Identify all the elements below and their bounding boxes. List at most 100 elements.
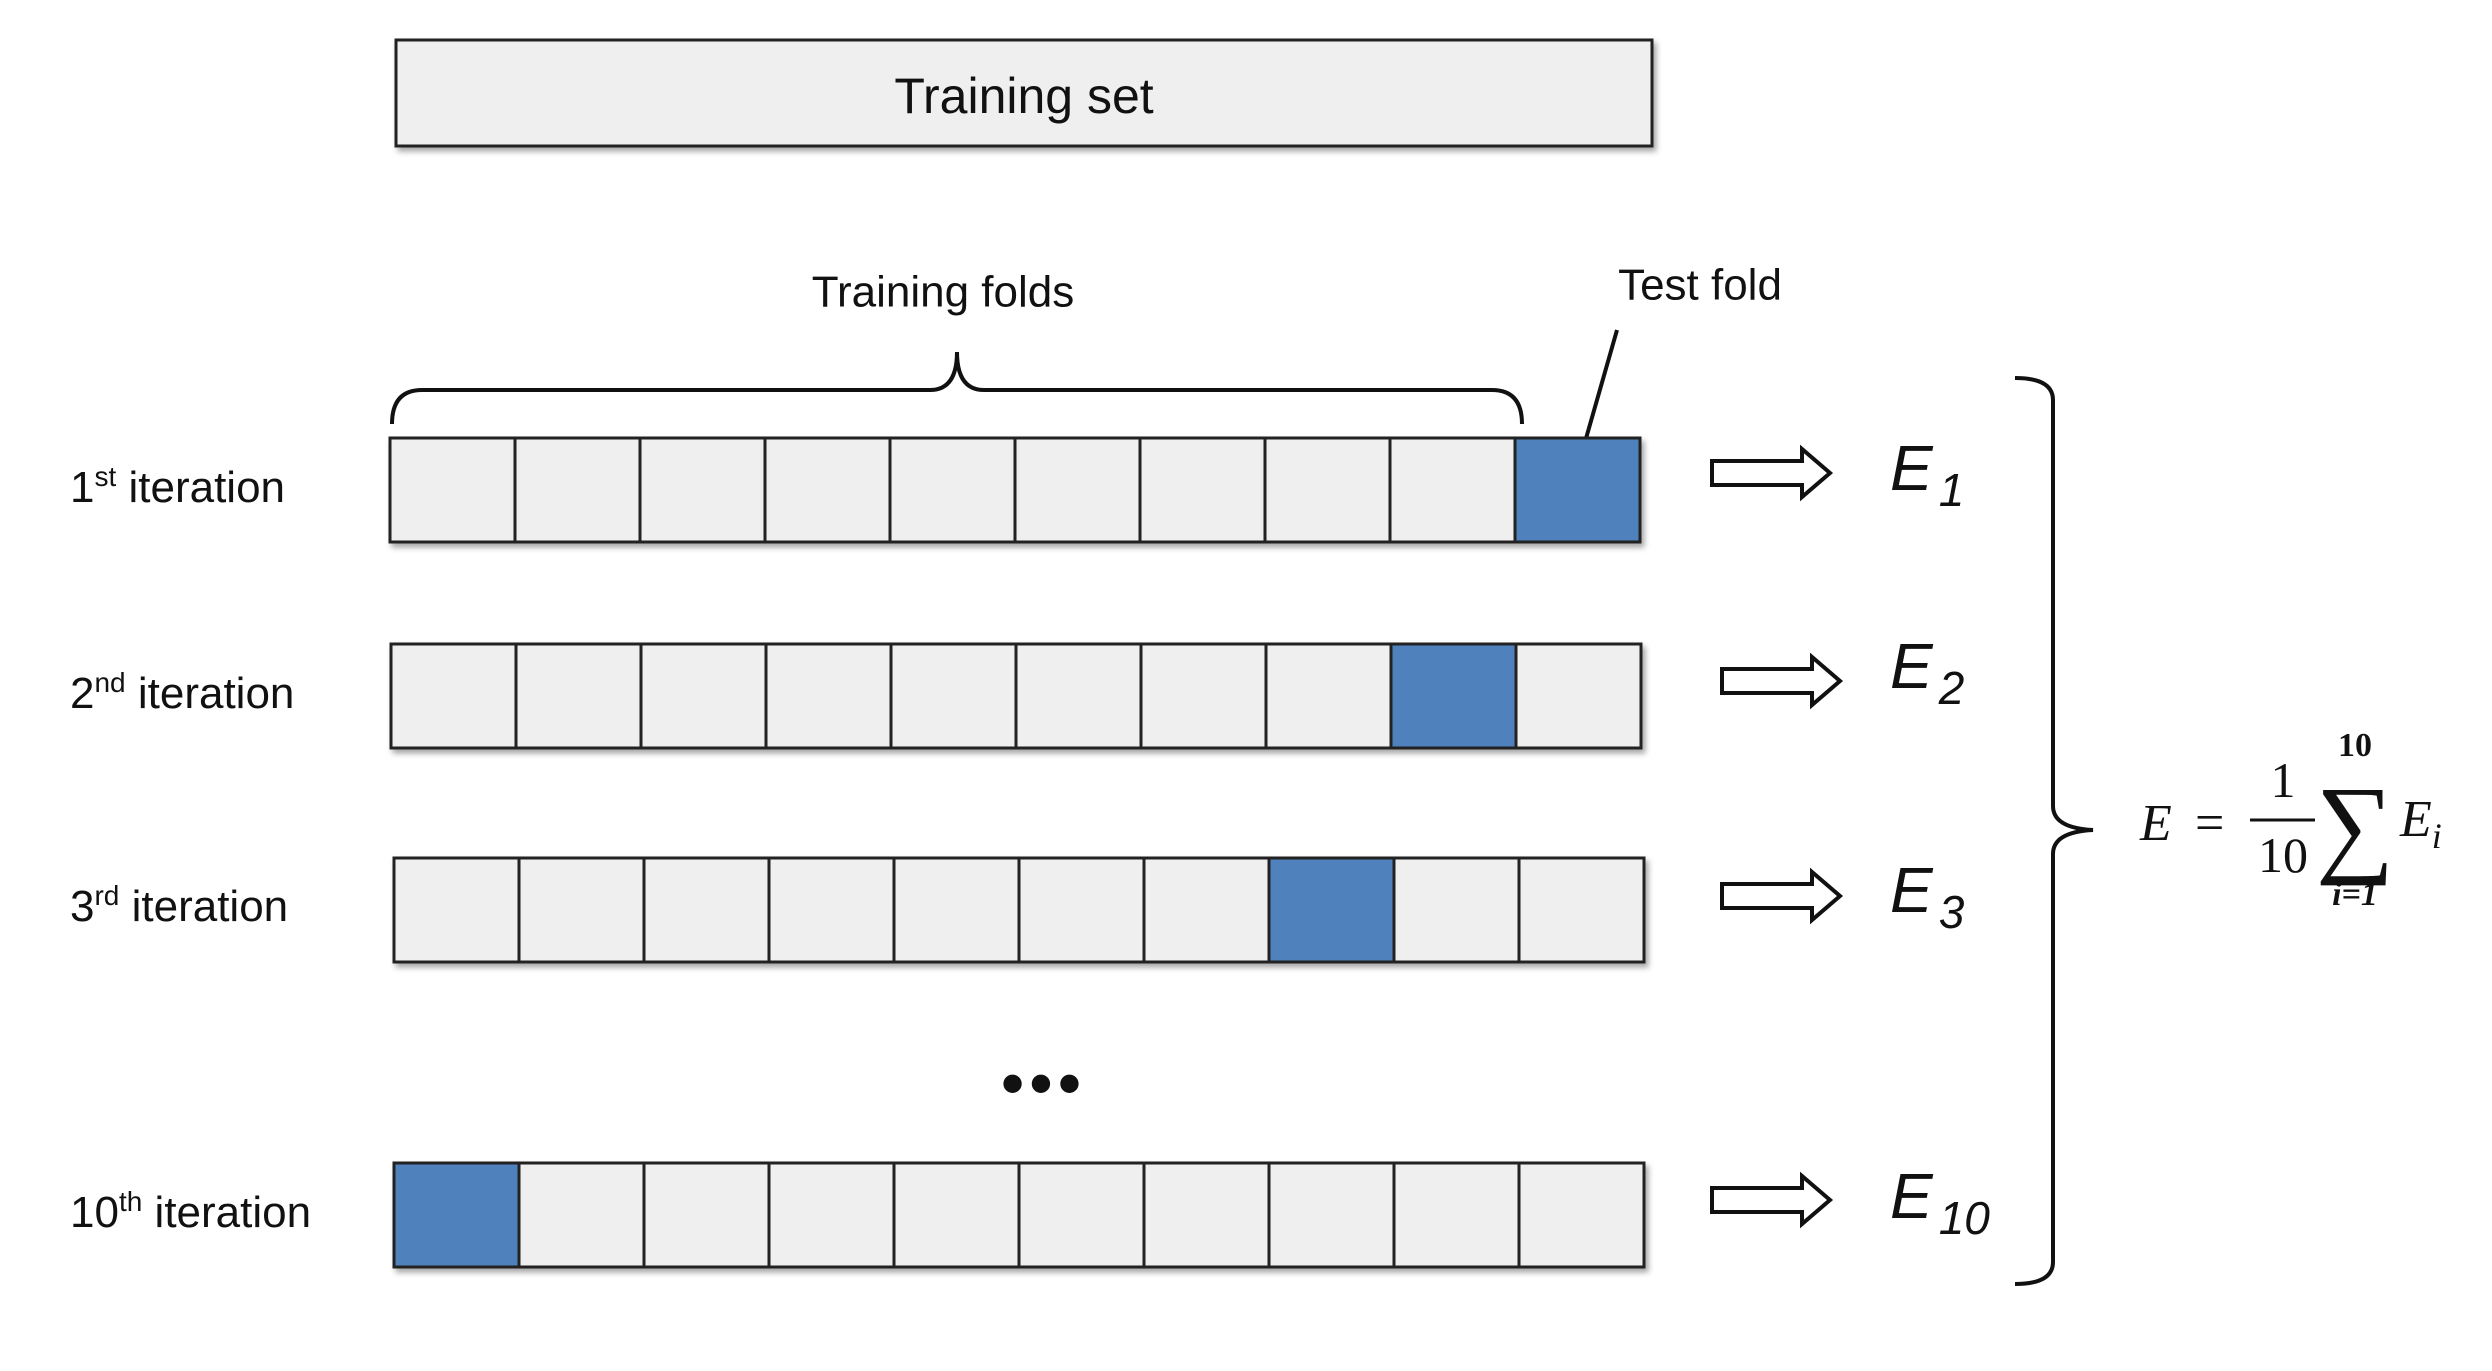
training-fold-cell xyxy=(1264,642,1393,750)
error-main: E xyxy=(1890,854,1934,926)
training-fold-cell xyxy=(1392,1161,1521,1269)
training-fold-cell xyxy=(1388,436,1517,544)
error-main: E xyxy=(1890,1160,1934,1232)
fold-bar xyxy=(392,856,1646,964)
test-fold-label: Test fold xyxy=(1618,261,1782,310)
training-fold-cell xyxy=(1138,436,1267,544)
training-fold-cell xyxy=(513,436,642,544)
formula-term-sub: i xyxy=(2432,816,2442,856)
error-subscript: 2 xyxy=(1938,662,1965,714)
training-fold-cell xyxy=(388,436,517,544)
error-main: E xyxy=(1890,630,1934,702)
error-subscript: 3 xyxy=(1939,886,1965,938)
fold-bar xyxy=(392,1161,1646,1269)
training-set-box: Training set xyxy=(394,38,1654,148)
formula-sum-sign: ∑ xyxy=(2316,764,2394,886)
test-fold-cell xyxy=(392,1161,521,1269)
training-folds-label: Training folds xyxy=(812,268,1075,317)
test-fold-cell xyxy=(1513,436,1642,544)
formula-term-main: E xyxy=(2399,791,2432,848)
training-fold-cell xyxy=(1517,856,1646,964)
arrow-right-icon xyxy=(1720,867,1844,925)
test-fold-cell xyxy=(1267,856,1396,964)
training-fold-cell xyxy=(1142,1161,1271,1269)
training-folds-brace xyxy=(390,351,1524,425)
errors-bracket xyxy=(2014,376,2094,1286)
training-fold-cell xyxy=(1013,436,1142,544)
training-fold-cell xyxy=(1267,1161,1396,1269)
training-fold-cell xyxy=(1392,856,1521,964)
iteration-number: 10 xyxy=(70,1188,119,1237)
training-fold-cell xyxy=(764,642,893,750)
training-fold-cell xyxy=(1263,436,1392,544)
training-fold-cell xyxy=(1142,856,1271,964)
training-fold-cell xyxy=(889,642,1018,750)
iteration-word: iteration xyxy=(116,463,285,512)
training-fold-cell xyxy=(642,856,771,964)
training-fold-cell xyxy=(1014,642,1143,750)
arrow-right-icon xyxy=(1720,652,1844,710)
training-fold-cell xyxy=(392,856,521,964)
iteration-suffix: nd xyxy=(94,667,125,698)
training-fold-cell xyxy=(767,856,896,964)
training-fold-cell xyxy=(639,642,768,750)
iteration-suffix: th xyxy=(119,1186,142,1217)
iteration-word: iteration xyxy=(119,882,288,931)
iteration-suffix: rd xyxy=(94,880,119,911)
test-fold-cell xyxy=(1389,642,1518,750)
iteration-number: 2 xyxy=(70,669,94,718)
training-fold-cell xyxy=(888,436,1017,544)
training-fold-cell xyxy=(892,856,1021,964)
iteration-number: 1 xyxy=(70,463,94,512)
training-fold-cell xyxy=(638,436,767,544)
training-fold-cell xyxy=(517,856,646,964)
iteration-word: iteration xyxy=(142,1188,311,1237)
training-fold-cell xyxy=(389,642,518,750)
error-main: E xyxy=(1890,432,1934,504)
formula-numerator: 1 xyxy=(2271,752,2296,808)
training-fold-cell xyxy=(767,1161,896,1269)
error-subscript: 10 xyxy=(1939,1192,1991,1244)
average-error-formula: E = 1 10 10 ∑ i=1 Ei xyxy=(2139,727,2442,913)
iteration-label: 10th iteration xyxy=(70,1186,311,1237)
training-fold-cell xyxy=(1514,642,1643,750)
iteration-number: 3 xyxy=(70,882,94,931)
fold-bar xyxy=(389,642,1643,750)
formula-term: Ei xyxy=(2399,791,2442,856)
training-fold-cell xyxy=(1017,1161,1146,1269)
training-fold-cell xyxy=(763,436,892,544)
formula-equals: = xyxy=(2195,795,2224,852)
training-fold-cell xyxy=(892,1161,1021,1269)
arrow-right-icon xyxy=(1710,444,1834,502)
formula-lhs: E xyxy=(2139,795,2172,852)
test-fold-pointer xyxy=(1583,329,1619,443)
training-fold-cell xyxy=(1139,642,1268,750)
training-fold-cell xyxy=(514,642,643,750)
iteration-suffix: st xyxy=(94,461,116,492)
training-fold-cell xyxy=(517,1161,646,1269)
training-fold-cell xyxy=(1017,856,1146,964)
formula-sum-bottom: i=1 xyxy=(2332,876,2378,913)
arrow-right-icon xyxy=(1710,1171,1834,1229)
formula-sum-top: 10 xyxy=(2338,727,2372,764)
fold-bar xyxy=(388,436,1642,544)
training-set-label: Training set xyxy=(894,68,1153,124)
iteration-label: 1st iteration xyxy=(70,461,285,512)
formula-denominator: 10 xyxy=(2258,827,2308,883)
training-fold-cell xyxy=(1517,1161,1646,1269)
training-fold-cell xyxy=(642,1161,771,1269)
ellipsis: ••• xyxy=(1001,1047,1086,1119)
iteration-label: 2nd iteration xyxy=(70,667,294,718)
iteration-word: iteration xyxy=(126,669,295,718)
iteration-label: 3rd iteration xyxy=(70,880,288,931)
error-subscript: 1 xyxy=(1939,464,1965,516)
